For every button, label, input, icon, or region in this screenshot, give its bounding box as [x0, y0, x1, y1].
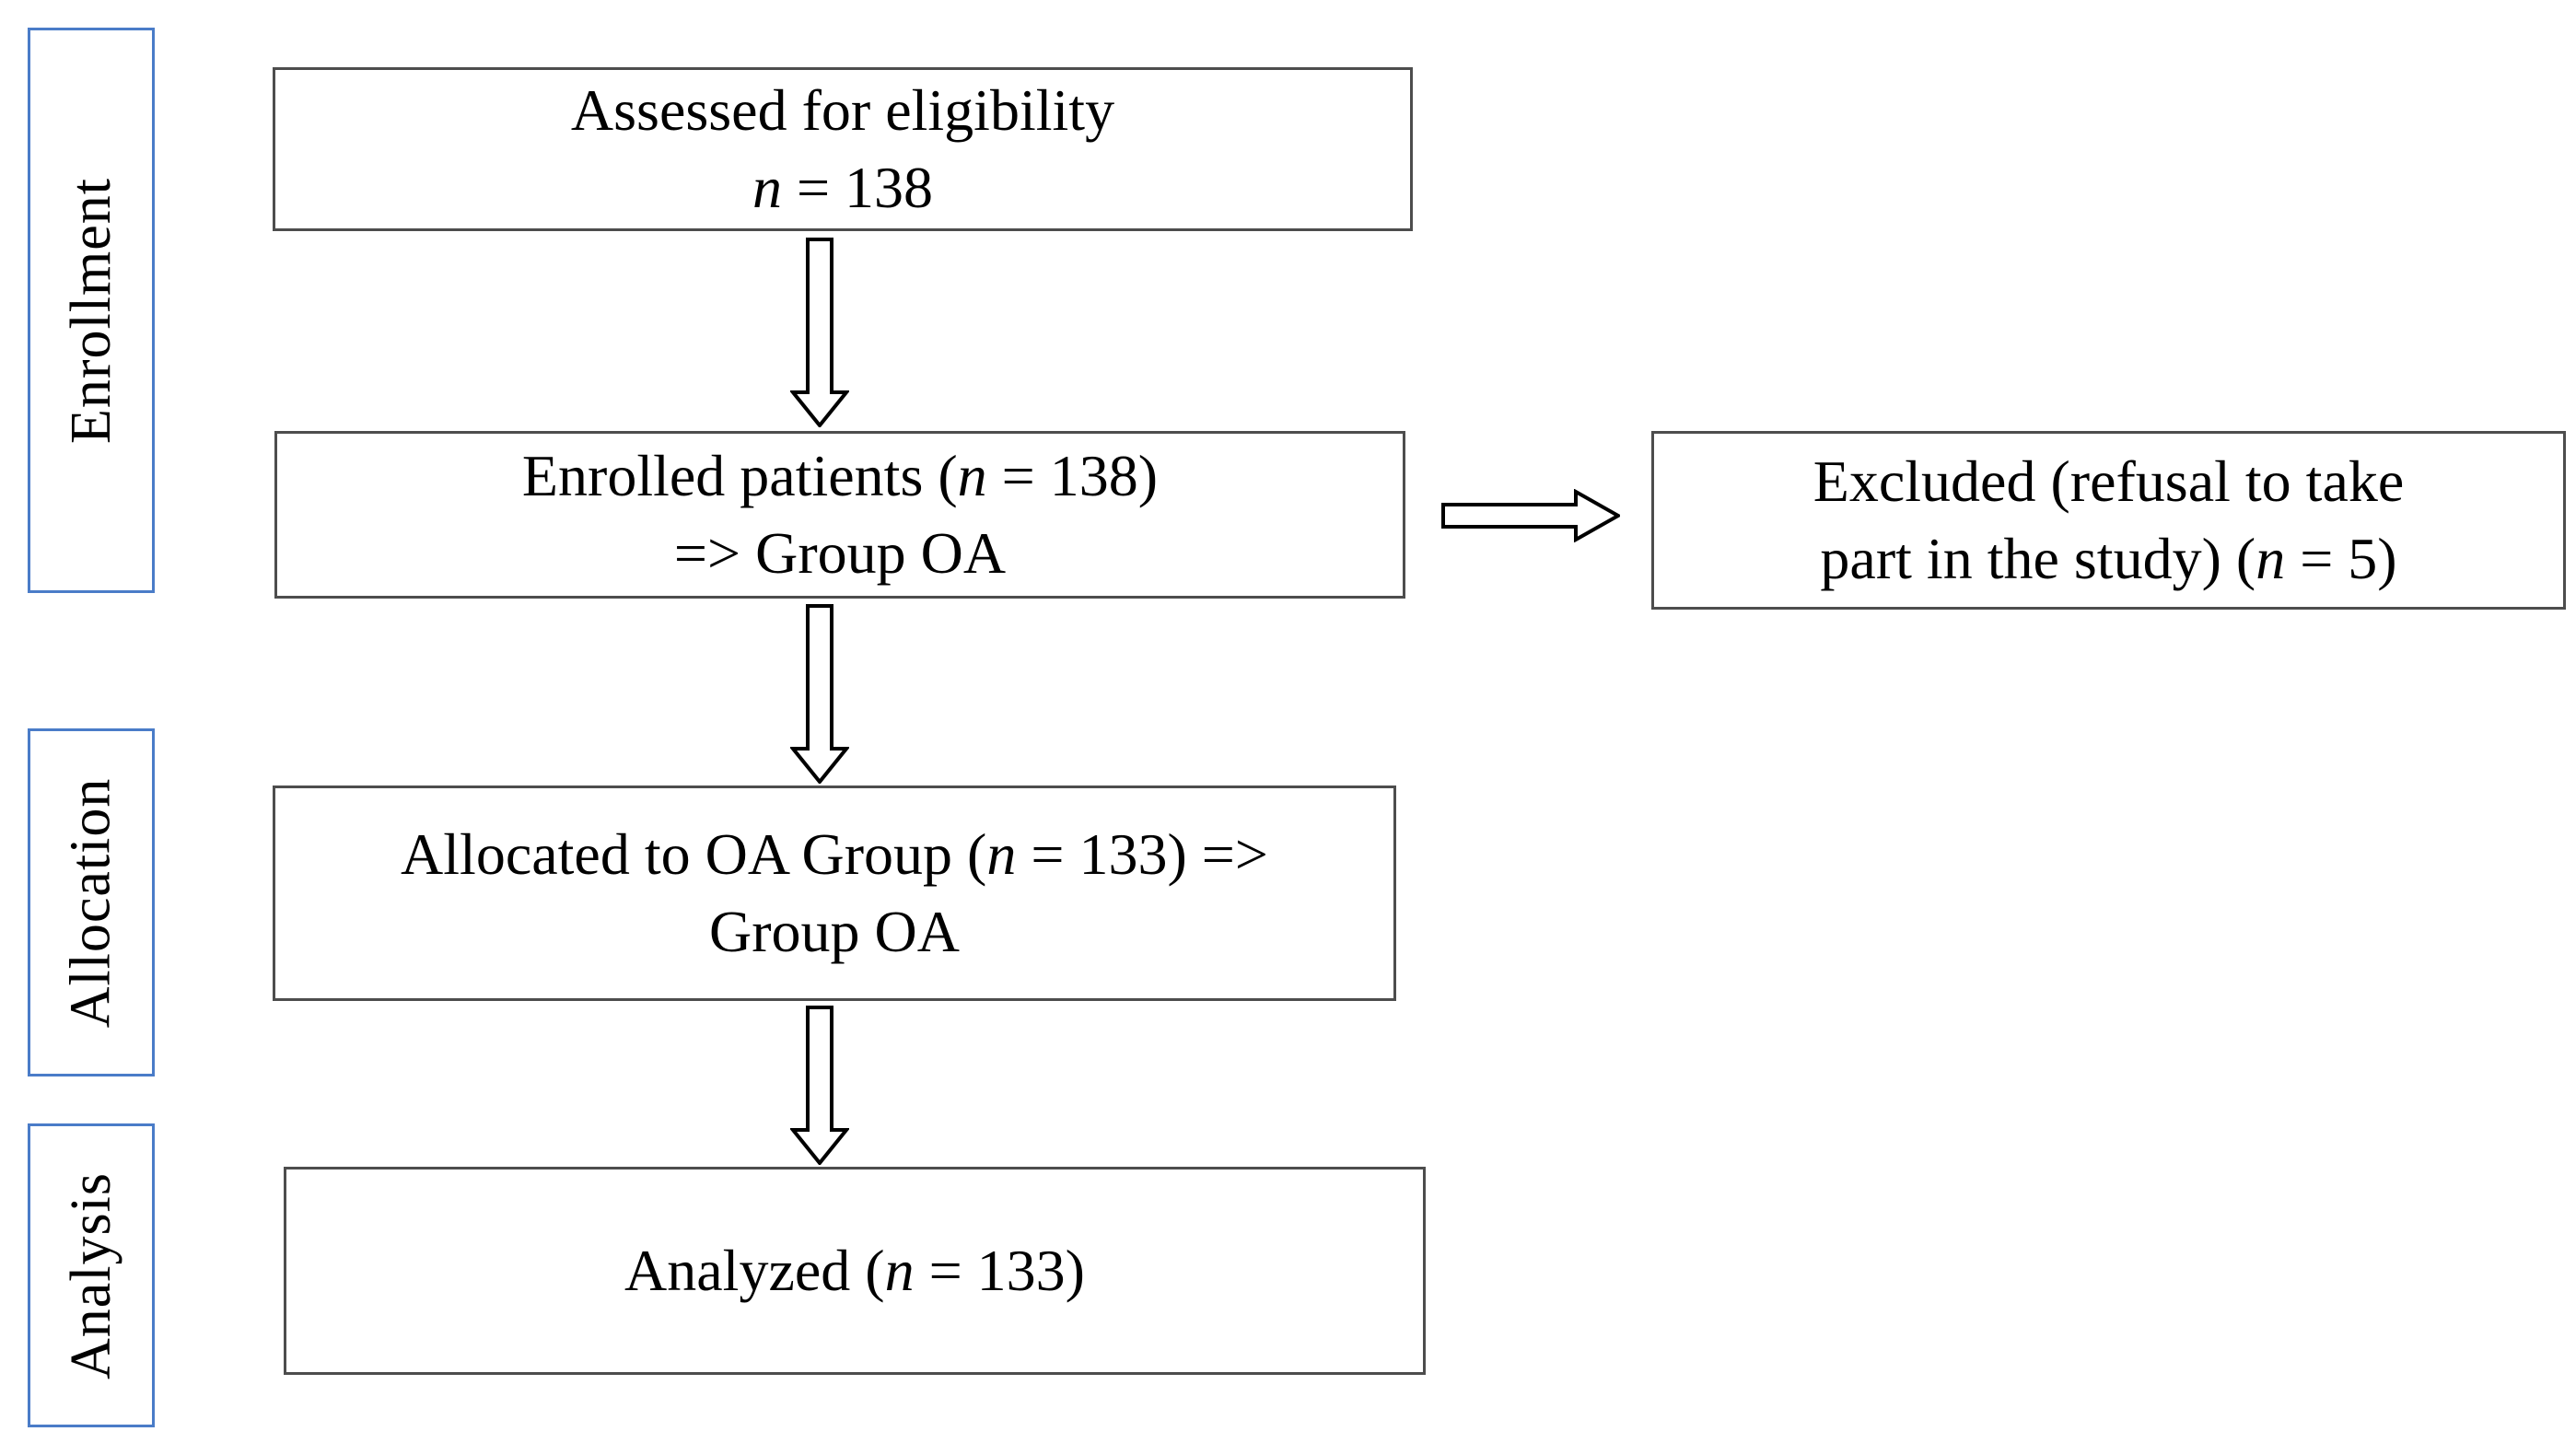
phase-label-analysis-text: Analysis: [59, 1171, 122, 1379]
down-arrow-icon: [790, 604, 849, 784]
flow-box-text-line: Assessed for eligibility: [570, 77, 1115, 143]
assessed-for-eligibility-box: Assessed for eligibility n = 138: [273, 67, 1413, 231]
phase-label-allocation: Allocation: [28, 728, 155, 1076]
phase-label-enrollment: Enrollment: [28, 28, 155, 593]
down-arrow-icon: [790, 238, 849, 427]
flow-box-text-line: Group OA: [709, 899, 960, 964]
flow-box-text-line: Excluded (refusal to take: [1813, 448, 2405, 514]
flow-box-text-line: => Group OA: [673, 520, 1007, 586]
excluded-box: Excluded (refusal to take part in the stu…: [1651, 431, 2566, 610]
phase-label-analysis: Analysis: [28, 1123, 155, 1427]
analyzed-box: Analyzed (n = 133): [284, 1167, 1426, 1375]
flow-box-text-line: Allocated to OA Group (n = 133) =>: [401, 821, 1268, 887]
flow-box-text-line: Enrolled patients (n = 138): [521, 443, 1159, 508]
down-arrow-icon: [790, 1006, 849, 1165]
enrolled-patients-box: Enrolled patients (n = 138) => Group OA: [274, 431, 1405, 599]
right-arrow-icon: [1441, 489, 1620, 542]
allocated-box: Allocated to OA Group (n = 133) => Group …: [273, 786, 1396, 1001]
flow-box-text-line: n = 138: [752, 155, 934, 220]
flow-box-text-line: part in the study) (n = 5): [1820, 526, 2397, 591]
phase-label-allocation-text: Allocation: [59, 777, 122, 1028]
flow-box-text-line: Analyzed (n = 133): [624, 1238, 1085, 1303]
phase-label-enrollment-text: Enrollment: [59, 177, 122, 444]
